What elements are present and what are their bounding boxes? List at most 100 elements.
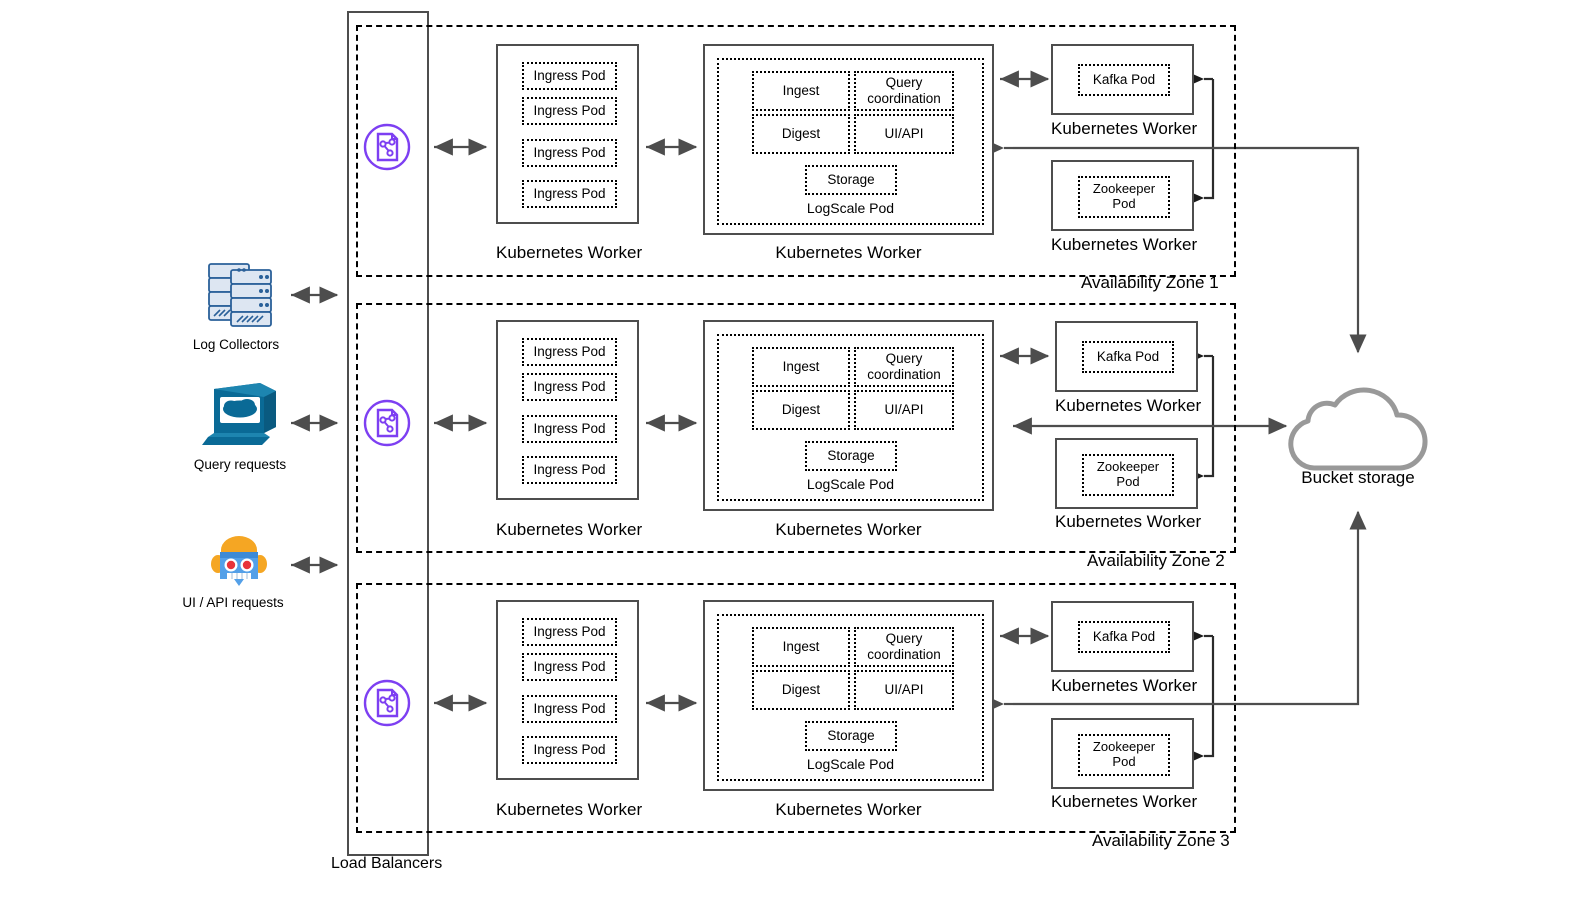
logscale-pod-label: LogScale Pod	[806, 200, 895, 216]
ui-api-label: UI/API	[884, 126, 924, 142]
zookeeper-pod: Zookeeper Pod	[1082, 454, 1174, 496]
zookeeper-pod-label: Zookeeper Pod	[1092, 181, 1156, 211]
ingress-pod-label: Ingress Pod	[533, 421, 606, 437]
availability-zone-2-label: Availability Zone 2	[1087, 551, 1225, 570]
storage-pod: Storage	[805, 441, 897, 471]
kubernetes-worker-label: Kubernetes Worker	[775, 800, 922, 819]
ingress-worker-az3: Ingress Pod Ingress Pod Ingress Pod Ingr…	[496, 600, 639, 780]
query-coordination-pod: Query coordination	[854, 347, 954, 387]
storage-pod: Storage	[805, 165, 897, 195]
ingest-pod: Ingest	[752, 627, 850, 667]
ingress-worker-az1: Ingress Pod Ingress Pod Ingress Pod Ingr…	[496, 44, 639, 224]
digest-pod: Digest	[752, 390, 850, 430]
zookeeper-pod: Zookeeper Pod	[1078, 176, 1170, 218]
digest-label: Digest	[781, 682, 821, 698]
logscale-pod: Ingest Query coordination Digest UI/API …	[717, 334, 984, 501]
ingress-pod-label: Ingress Pod	[533, 462, 606, 478]
kubernetes-worker-label: Kubernetes Worker	[775, 520, 922, 539]
digest-label: Digest	[781, 402, 821, 418]
availability-zone-3	[356, 583, 1236, 833]
query-coordination-pod: Query coordination	[854, 71, 954, 111]
load-balancers-container	[347, 11, 429, 856]
load-balancer-icon	[362, 398, 412, 448]
ingest-label: Ingest	[782, 83, 820, 99]
ingress-pod-label: Ingress Pod	[533, 379, 606, 395]
zookeeper-pod-label: Zookeeper Pod	[1096, 459, 1160, 489]
kafka-pod: Kafka Pod	[1082, 341, 1174, 373]
kafka-pod: Kafka Pod	[1078, 64, 1170, 96]
server-stack-icon	[203, 258, 279, 330]
ingress-pod: Ingress Pod	[522, 139, 617, 167]
ingress-pod-label: Ingress Pod	[533, 701, 606, 717]
query-coordination-label: Query coordination	[867, 75, 941, 106]
robot-icon	[208, 532, 270, 594]
ui-api-requests-label: UI / API requests	[182, 595, 284, 610]
availability-zone-1-label: Availability Zone 1	[1081, 273, 1219, 292]
kafka-worker-az1: Kafka Pod	[1051, 44, 1194, 115]
kubernetes-worker-label: Kubernetes Worker	[1051, 676, 1198, 695]
kafka-worker-az3: Kafka Pod	[1051, 601, 1194, 672]
ingress-pod: Ingress Pod	[522, 736, 617, 764]
ingress-pod: Ingress Pod	[522, 415, 617, 443]
load-balancers-label: Load Balancers	[331, 855, 443, 872]
ingress-pod: Ingress Pod	[522, 62, 617, 90]
ingress-pod: Ingress Pod	[522, 97, 617, 125]
kafka-pod-label: Kafka Pod	[1096, 349, 1160, 365]
kubernetes-worker-label: Kubernetes Worker	[496, 800, 643, 819]
kafka-pod-label: Kafka Pod	[1092, 629, 1156, 645]
storage-pod: Storage	[805, 721, 897, 751]
query-coordination-label: Query coordination	[867, 631, 941, 662]
ingress-pod: Ingress Pod	[522, 456, 617, 484]
availability-zone-1	[356, 25, 1236, 277]
bucket-storage-label: Bucket storage	[1301, 468, 1415, 487]
availability-zone-2	[356, 303, 1236, 553]
ingress-pod: Ingress Pod	[522, 373, 617, 401]
ui-api-label: UI/API	[884, 402, 924, 418]
kubernetes-worker-label: Kubernetes Worker	[1055, 396, 1202, 415]
ingress-pod-label: Ingress Pod	[533, 659, 606, 675]
ingest-label: Ingest	[782, 639, 820, 655]
ingress-pod: Ingress Pod	[522, 180, 617, 208]
query-coordination-pod: Query coordination	[854, 627, 954, 667]
ingest-label: Ingest	[782, 359, 820, 375]
kubernetes-worker-label: Kubernetes Worker	[496, 520, 643, 539]
ingest-pod: Ingest	[752, 71, 850, 111]
ui-api-pod: UI/API	[854, 670, 954, 710]
ingress-pod: Ingress Pod	[522, 618, 617, 646]
availability-zone-3-label: Availability Zone 3	[1092, 831, 1230, 850]
ui-api-label: UI/API	[884, 682, 924, 698]
ingress-pod-label: Ingress Pod	[533, 624, 606, 640]
kubernetes-worker-label: Kubernetes Worker	[775, 243, 922, 262]
logscale-pod-label: LogScale Pod	[806, 476, 895, 492]
load-balancer-icon	[362, 122, 412, 172]
logscale-pod: Ingest Query coordination Digest UI/API …	[717, 614, 984, 781]
query-coordination-label: Query coordination	[867, 351, 941, 382]
zookeeper-pod: Zookeeper Pod	[1078, 734, 1170, 776]
zookeeper-pod-label: Zookeeper Pod	[1092, 739, 1156, 769]
ingress-pod-label: Ingress Pod	[533, 186, 606, 202]
zookeeper-worker-az1: Zookeeper Pod	[1051, 160, 1194, 231]
kubernetes-worker-label: Kubernetes Worker	[1051, 119, 1198, 138]
ingress-pod-label: Ingress Pod	[533, 344, 606, 360]
ingress-pod: Ingress Pod	[522, 653, 617, 681]
monitor-cloud-icon	[198, 377, 282, 449]
ingest-pod: Ingest	[752, 347, 850, 387]
kubernetes-worker-label: Kubernetes Worker	[1055, 512, 1202, 531]
kubernetes-worker-label: Kubernetes Worker	[1051, 235, 1198, 254]
ingress-pod-label: Ingress Pod	[533, 145, 606, 161]
load-balancer-icon	[362, 678, 412, 728]
logscale-worker-az2: Ingest Query coordination Digest UI/API …	[703, 320, 994, 511]
zookeeper-worker-az3: Zookeeper Pod	[1051, 718, 1194, 789]
storage-label: Storage	[827, 448, 875, 464]
logscale-pod: Ingest Query coordination Digest UI/API …	[717, 58, 984, 225]
ingress-pod-label: Ingress Pod	[533, 742, 606, 758]
logscale-worker-az1: Ingest Query coordination Digest UI/API …	[703, 44, 994, 235]
digest-label: Digest	[781, 126, 821, 142]
ingress-pod-label: Ingress Pod	[533, 103, 606, 119]
cloud-icon	[1284, 380, 1434, 475]
kafka-pod-label: Kafka Pod	[1092, 72, 1156, 88]
digest-pod: Digest	[752, 114, 850, 154]
storage-label: Storage	[827, 728, 875, 744]
